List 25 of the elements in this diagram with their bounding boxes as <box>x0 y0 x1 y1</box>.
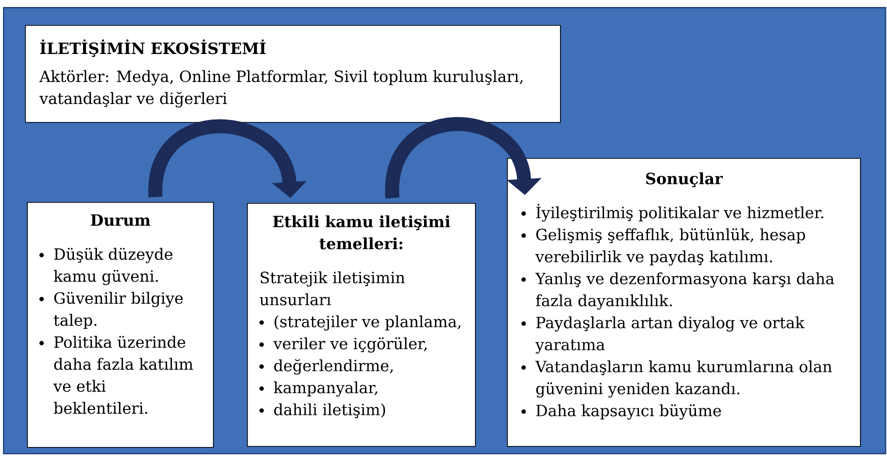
bullet-item: Daha kapsayıcı büyüme <box>536 404 721 420</box>
text-box <box>247 203 476 447</box>
description-text: Stratejik iletişimin unsurları <box>260 271 405 306</box>
bullet-item: değerlendirme, <box>274 359 393 375</box>
bullet-item: kampanyalar, <box>274 381 378 397</box>
bullet-item: Düşük düzeyde kamu güveni. <box>54 248 172 286</box>
text-box <box>25 25 561 123</box>
bullet-item: Gelişmiş şeffaflık, bütünlük, hesap verebilirlik ve paydaş katılımı. <box>535 228 806 266</box>
text-box <box>27 202 214 448</box>
bullet-item: Güvenilir bilgiye talep. <box>54 292 183 329</box>
bullet-item: dahili iletişim) <box>274 403 386 418</box>
bullet-item: veriler ve içgörüler, <box>273 337 427 353</box>
description-text: Aktörler: Medya, Online Platformlar, Sivil toplum kuruluşları, vatandaşlar ve diğerleri <box>39 70 522 108</box>
text-box <box>507 158 861 447</box>
box-heading: Etkili kamu iletişimi temelleri: <box>273 215 450 250</box>
bullet-item: Vatandaşların kamu kurumlarına olan güvenini yeniden kazandı. <box>535 360 832 398</box>
box-heading: İLETİŞİMİN EKOSİSTEMİ <box>40 39 266 57</box>
bullet-item: İyileştirilmiş politikalar ve hizmetler. <box>536 204 824 222</box>
bullet-item: Politika üzerinde daha fazla katılım ve etki beklentileri. <box>53 336 193 414</box>
box-heading: Durum <box>90 214 150 226</box>
bullet-item: (stratejiler ve planlama, <box>274 315 460 331</box>
bullet-item: Yanlış ve dezenformasyona karşı daha fazla dayanıklılık. <box>535 272 834 310</box>
bullet-item: Paydaşlarla artan diyalog ve ortak yaratıma <box>535 316 805 354</box>
curved-arrow <box>385 117 542 198</box>
box-heading: Sonuçlar <box>646 172 723 188</box>
